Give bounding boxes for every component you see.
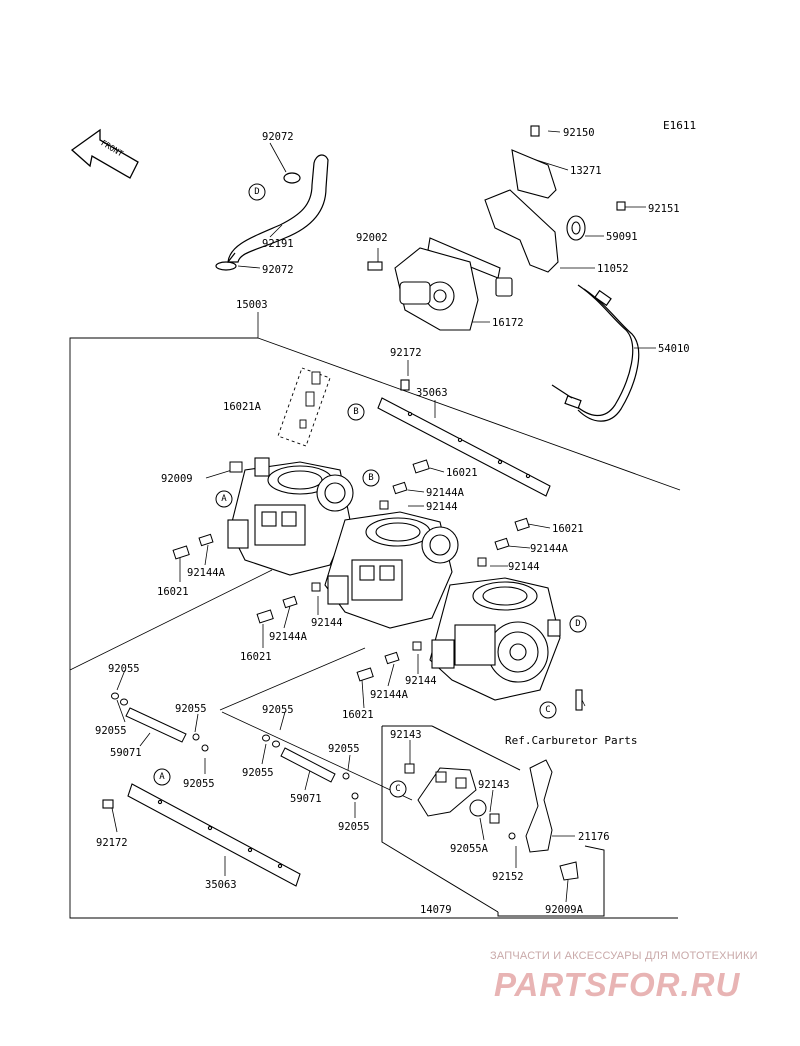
svg-text:D: D (254, 187, 259, 197)
part-label: 35063 (205, 879, 237, 891)
svg-text:A: A (221, 494, 227, 504)
svg-text:D: D (575, 619, 580, 629)
part-labels: 92072 92191 92072 92150 13271 92151 5909… (95, 127, 690, 916)
part-label: 92144 (426, 501, 458, 513)
hose-assembly (215, 154, 329, 271)
link-bar-top (377, 379, 551, 497)
part-label: 21176 (578, 831, 610, 843)
callout-d-hose (248, 183, 266, 201)
part-label: 35063 (416, 387, 448, 399)
part-label: 92055 (108, 663, 140, 675)
part-label: 92151 (648, 203, 680, 215)
watermark-tagline: ЗАПЧАСТИ И АКСЕССУАРЫ ДЛЯ МОТОТЕХНИКИ (490, 950, 758, 962)
link-lever-assembly (381, 725, 605, 917)
screws-and-springs (172, 459, 530, 682)
callout-d-carb (569, 615, 587, 633)
part-label: 92172 (390, 347, 422, 359)
part-label: 59071 (110, 747, 142, 759)
throttle-cable (551, 284, 640, 422)
part-label: 14079 (420, 904, 452, 916)
part-label: 92143 (390, 729, 422, 741)
part-label: 16172 (492, 317, 524, 329)
part-label: 16021 (240, 651, 272, 663)
part-label: 16021 (157, 586, 189, 598)
svg-text:C: C (395, 784, 400, 794)
part-label: 92055 (338, 821, 370, 833)
shaft-guide-lines (69, 569, 413, 801)
part-label: 16021A (223, 401, 262, 413)
carburetor-1 (227, 457, 354, 576)
jet-inset (277, 367, 331, 447)
part-label: 54010 (658, 343, 690, 355)
part-label: 92150 (563, 127, 595, 139)
carburetor-2 (324, 511, 459, 629)
part-label: 92072 (262, 264, 294, 276)
callout-b-bar (347, 403, 365, 421)
svg-text:C: C (545, 705, 550, 715)
part-label: 11052 (597, 263, 629, 275)
svg-text:B: B (368, 473, 373, 483)
part-label: 92144 (311, 617, 343, 629)
callout-a-carb (215, 490, 233, 508)
carburetor-3 (429, 577, 583, 711)
bracket-assembly (367, 125, 626, 331)
part-label: 92144A (187, 567, 226, 579)
part-label: 92055A (450, 843, 489, 855)
part-label: 92009 (161, 473, 193, 485)
diagram-code: E1611 (663, 119, 696, 132)
part-label: 16021 (342, 709, 374, 721)
part-label: 92002 (356, 232, 388, 244)
part-label: 92144 (405, 675, 437, 687)
part-label: 92191 (262, 238, 294, 250)
callout-letters: D B B A D C A C (159, 187, 580, 794)
part-label: 92009A (545, 904, 584, 916)
callout-a-bar (153, 768, 171, 786)
callout-b-carb (362, 469, 380, 487)
part-label: 92144A (269, 631, 308, 643)
part-label: 16021 (552, 523, 584, 535)
part-label: 92055 (95, 725, 127, 737)
assembly-frame (69, 337, 681, 919)
part-label: 92072 (262, 131, 294, 143)
reference-note: Ref.Carburetor Parts (505, 734, 637, 747)
part-label: 92144A (370, 689, 409, 701)
part-label: 92152 (492, 871, 524, 883)
part-label: 92143 (478, 779, 510, 791)
part-label: 92055 (175, 703, 207, 715)
part-label: 92055 (262, 704, 294, 716)
callout-c-carb (539, 701, 557, 719)
part-label: 16021 (446, 467, 478, 479)
callout-circles (153, 183, 587, 798)
part-label: 59071 (290, 793, 322, 805)
part-label: 92144A (426, 487, 465, 499)
leader-lines (111, 130, 656, 903)
link-bar-bottom (102, 783, 301, 887)
part-label: 92055 (242, 767, 274, 779)
watermark-logo: PARTSFOR.RU (494, 966, 741, 1003)
front-arrow-icon: FRONT (70, 128, 139, 179)
svg-text:A: A (159, 772, 165, 782)
part-label: 59091 (606, 231, 638, 243)
part-label: 15003 (236, 299, 268, 311)
callout-c-lever (389, 780, 407, 798)
part-label: 92055 (328, 743, 360, 755)
svg-text:B: B (353, 407, 358, 417)
part-label: 13271 (570, 165, 602, 177)
part-label: 92144 (508, 561, 540, 573)
part-label: 92055 (183, 778, 215, 790)
part-label: 92144A (530, 543, 569, 555)
part-label: 92172 (96, 837, 128, 849)
shafts (111, 692, 359, 800)
